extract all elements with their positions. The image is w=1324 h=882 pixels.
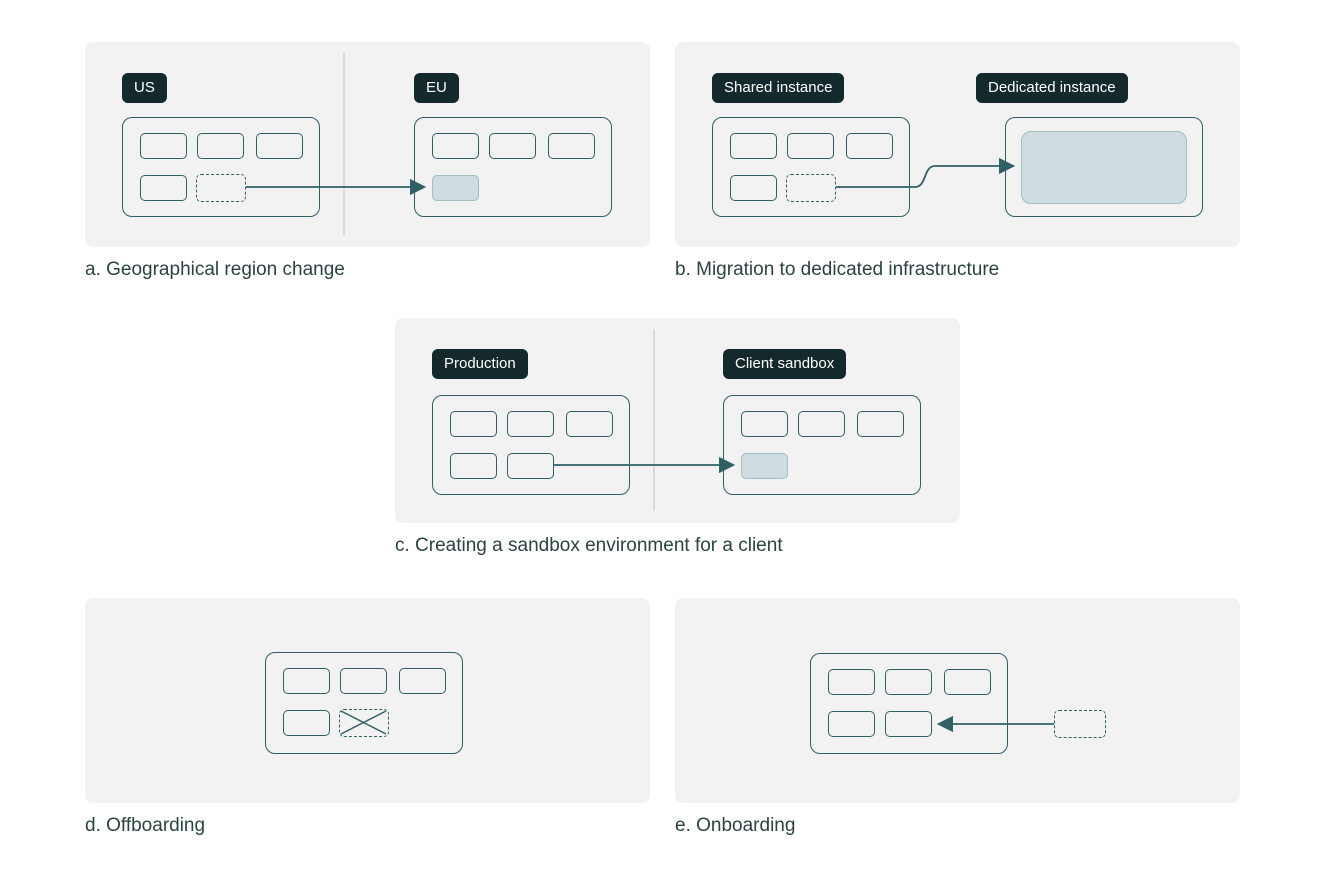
- eu-instance-container: [414, 117, 612, 217]
- instance-slot: [798, 411, 845, 437]
- instance-slot: [450, 453, 497, 479]
- incoming-instance-dashed: [1054, 710, 1106, 738]
- instance-slot: [846, 133, 893, 159]
- vacated-slot-dashed: [196, 174, 246, 202]
- instance-slot: [450, 411, 497, 437]
- sandbox-slot-highlight: [741, 453, 788, 479]
- instance-slot: [399, 668, 446, 694]
- instance-slot: [828, 669, 875, 695]
- instance-slot: [730, 175, 777, 201]
- caption-e: e. Onboarding: [675, 815, 796, 836]
- production-label: Production: [432, 349, 528, 379]
- shared-instance-container: [712, 117, 910, 217]
- instance-slot: [857, 411, 904, 437]
- region-divider: [343, 53, 345, 235]
- region-label-eu: EU: [414, 73, 459, 103]
- caption-a: a. Geographical region change: [85, 259, 345, 280]
- instance-slot: [432, 133, 479, 159]
- removed-slot-dashed: [339, 709, 389, 737]
- removed-cross-icon: [340, 710, 387, 735]
- target-instance-slot: [885, 711, 932, 737]
- production-container: [432, 395, 630, 495]
- panel-dedicated-migration: Shared instance Dedicated instance: [675, 42, 1240, 247]
- panel-offboarding: [85, 598, 650, 803]
- sandbox-divider: [653, 329, 655, 511]
- shared-instance-label: Shared instance: [712, 73, 845, 103]
- instance-slot: [340, 668, 387, 694]
- panel-client-sandbox: Production Client sandbox: [395, 318, 960, 523]
- instance-slot: [256, 133, 303, 159]
- instance-slot: [197, 133, 244, 159]
- caption-b: b. Migration to dedicated infrastructure: [675, 259, 1000, 280]
- instance-slot: [885, 669, 932, 695]
- caption-d: d. Offboarding: [85, 815, 206, 836]
- client-sandbox-label: Client sandbox: [723, 349, 847, 379]
- client-sandbox-container: [723, 395, 921, 495]
- offboarding-container: [265, 652, 463, 754]
- us-instance-container: [122, 117, 320, 217]
- dedicated-instance-highlight: [1021, 131, 1187, 204]
- instance-slot: [489, 133, 536, 159]
- instance-slot: [140, 133, 187, 159]
- panel-region-change: US EU: [85, 42, 650, 247]
- onboarding-container: [810, 653, 1008, 754]
- instance-slot: [944, 669, 991, 695]
- instance-slot: [548, 133, 595, 159]
- instance-slot: [507, 411, 554, 437]
- instance-slot: [283, 668, 330, 694]
- migrated-slot-highlight: [432, 175, 479, 201]
- instance-slot: [566, 411, 613, 437]
- instance-slot: [283, 710, 330, 736]
- caption-c: c. Creating a sandbox environment for a …: [395, 535, 783, 556]
- panel-onboarding: [675, 598, 1240, 803]
- dedicated-instance-label: Dedicated instance: [976, 73, 1128, 103]
- dedicated-instance-container: [1005, 117, 1203, 217]
- instance-slot: [828, 711, 875, 737]
- vacated-slot-dashed: [786, 174, 836, 202]
- region-label-us: US: [122, 73, 167, 103]
- instance-slot: [730, 133, 777, 159]
- instance-slot: [140, 175, 187, 201]
- instance-slot: [741, 411, 788, 437]
- source-instance-slot: [507, 453, 554, 479]
- instance-slot: [787, 133, 834, 159]
